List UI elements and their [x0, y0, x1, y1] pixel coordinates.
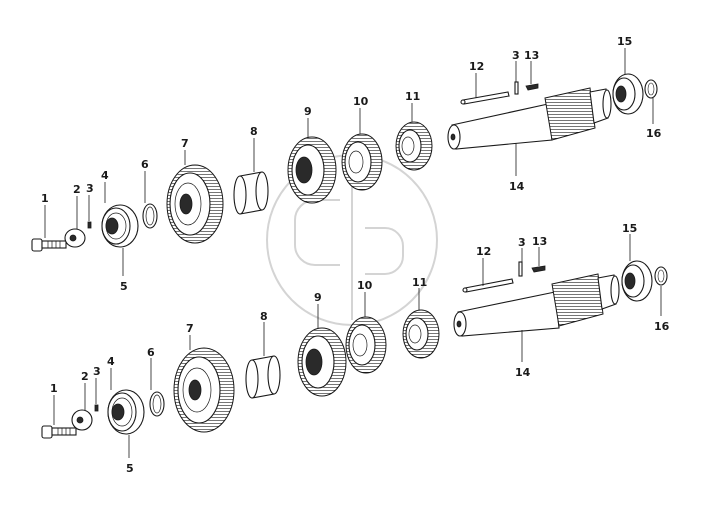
part-shaft	[453, 273, 620, 337]
leader-lines	[53, 234, 662, 458]
part-bolt	[41, 425, 77, 439]
callout-label: 3	[86, 182, 94, 195]
callout-label: 13	[532, 235, 547, 248]
part-pin	[518, 261, 523, 277]
part-snap-ring	[644, 79, 658, 99]
callouts: 1 2 3 4 5 6 7 8 9 10 11 12 3 13 14 15 16	[41, 35, 662, 293]
part-shaft	[447, 87, 612, 150]
callout-label: 14	[509, 180, 525, 193]
callout-label: 12	[469, 60, 484, 73]
callout-label: 5	[126, 462, 134, 475]
callout-label: 16	[646, 127, 662, 140]
part-snap-ring	[149, 391, 165, 417]
callout-label: 3	[93, 365, 101, 378]
callout-label: 11	[405, 90, 420, 103]
part-snap-ring	[654, 266, 668, 286]
part-key	[531, 265, 546, 273]
part-roller	[460, 91, 510, 105]
callout-label: 2	[81, 370, 89, 383]
callout-label: 6	[147, 346, 155, 359]
callout-label: 4	[107, 355, 115, 368]
part-pin	[87, 221, 92, 229]
callout-label: 8	[260, 310, 268, 323]
part-gear	[341, 133, 383, 191]
callout-label: 1	[41, 192, 49, 205]
callout-label: 12	[476, 245, 491, 258]
lower-assembly: 1 2 3 4 5 6 7 8 9 10 11 12 3 13 14 15 16	[41, 222, 670, 475]
part-bearing	[621, 260, 653, 302]
callout-label: 6	[141, 158, 149, 171]
part-gear	[297, 327, 347, 397]
callout-label: 5	[120, 280, 128, 293]
part-large-gear	[166, 164, 224, 244]
callout-label: 15	[622, 222, 637, 235]
callout-label: 16	[654, 320, 670, 333]
leader-lines	[44, 48, 654, 276]
part-key	[525, 83, 539, 91]
part-washer	[64, 228, 86, 248]
part-washer	[71, 409, 93, 431]
part-pin	[94, 404, 99, 412]
upper-assembly: 1 2 3 4 5 6 7 8 9 10 11 12 3 13 14 15 16	[31, 35, 662, 293]
part-roller	[462, 278, 514, 293]
callout-label: 7	[186, 322, 194, 335]
part-bearing	[101, 204, 139, 248]
callout-label: 1	[50, 382, 58, 395]
callouts: 1 2 3 4 5 6 7 8 9 10 11 12 3 13 14 15 16	[50, 222, 670, 475]
callout-label: 11	[412, 276, 427, 289]
callout-label: 9	[314, 291, 322, 304]
part-bearing	[612, 73, 644, 115]
part-bearing	[107, 389, 145, 435]
part-gear	[395, 121, 433, 171]
part-sleeve	[233, 171, 269, 215]
callout-label: 8	[250, 125, 258, 138]
part-snap-ring	[142, 203, 158, 229]
callout-label: 14	[515, 366, 531, 379]
part-pin	[514, 81, 519, 95]
callout-label: 4	[101, 169, 109, 182]
callout-label: 3	[518, 236, 526, 249]
callout-label: 3	[512, 49, 520, 62]
callout-label: 9	[304, 105, 312, 118]
part-gear	[345, 316, 387, 374]
part-sleeve	[245, 355, 281, 399]
callout-label: 13	[524, 49, 539, 62]
callout-label: 7	[181, 137, 189, 150]
part-gear	[287, 136, 337, 204]
callout-label: 2	[73, 183, 81, 196]
part-gear	[402, 309, 440, 359]
callout-label: 10	[357, 279, 373, 292]
part-bolt	[31, 238, 67, 252]
callout-label: 10	[353, 95, 369, 108]
part-large-gear	[173, 347, 235, 433]
callout-label: 15	[617, 35, 632, 48]
